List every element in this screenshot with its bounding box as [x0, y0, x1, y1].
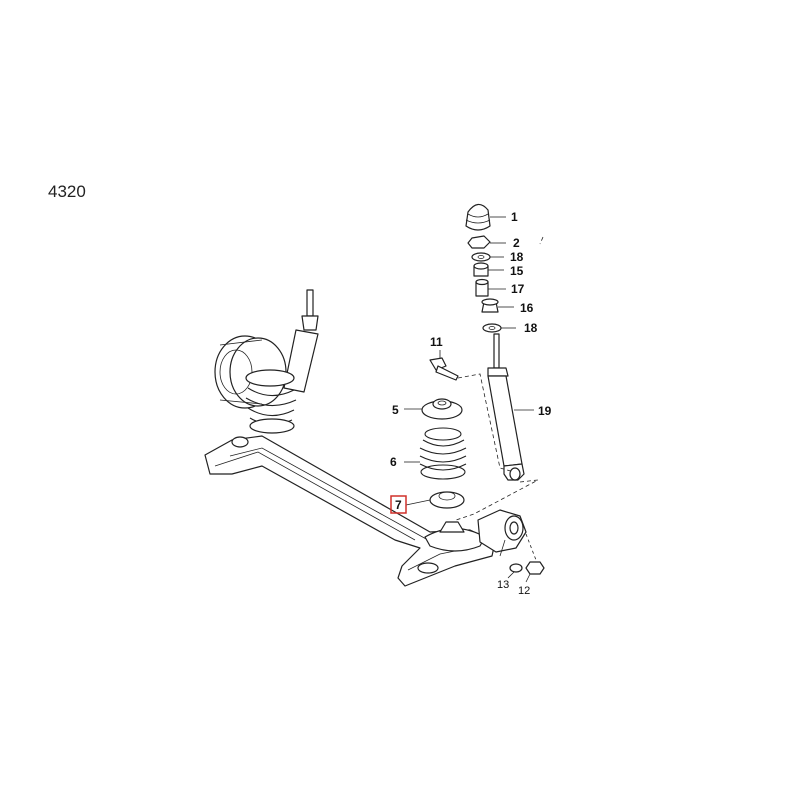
diagram-reference-number: 4320	[48, 182, 86, 201]
washer-13	[509, 563, 523, 573]
callout-11: 11	[430, 335, 443, 349]
leader-lines	[404, 216, 544, 583]
callout-2: 2	[513, 236, 520, 250]
callout-19: 19	[538, 404, 552, 418]
assembled-spring-left	[245, 369, 297, 434]
sleeve-17	[475, 278, 489, 297]
bolt-11	[429, 357, 459, 381]
callout-13: 13	[497, 579, 509, 591]
callout-labels: 1 2 18 15 17 16 18 11 5 19 6 7 13 12	[390, 210, 552, 597]
bush-16	[481, 298, 499, 313]
callout-18b: 18	[524, 321, 538, 335]
callout-12: 12	[518, 585, 530, 597]
callout-7: 7	[395, 498, 402, 512]
shock-absorber-19	[487, 333, 525, 481]
nut-12	[525, 561, 545, 575]
callout-5: 5	[392, 403, 399, 417]
callout-1: 1	[511, 210, 518, 224]
coil-spring-6	[419, 427, 467, 480]
callout-7-highlight-box	[390, 495, 407, 514]
callout-6: 6	[390, 455, 397, 469]
nut-2	[467, 235, 491, 249]
callout-18a: 18	[510, 250, 524, 264]
bush-15	[473, 262, 489, 277]
brake-drum-left	[214, 335, 287, 409]
callout-15: 15	[510, 264, 524, 278]
spring-pad-lower-7	[429, 491, 465, 509]
rear-axle-beam	[204, 435, 527, 587]
callout-16: 16	[520, 301, 534, 315]
washer-18-upper	[471, 252, 491, 262]
spring-seat-upper-5	[421, 398, 463, 420]
bump-stop	[465, 203, 491, 231]
callout-17: 17	[511, 282, 525, 296]
washer-18-lower	[482, 323, 502, 333]
